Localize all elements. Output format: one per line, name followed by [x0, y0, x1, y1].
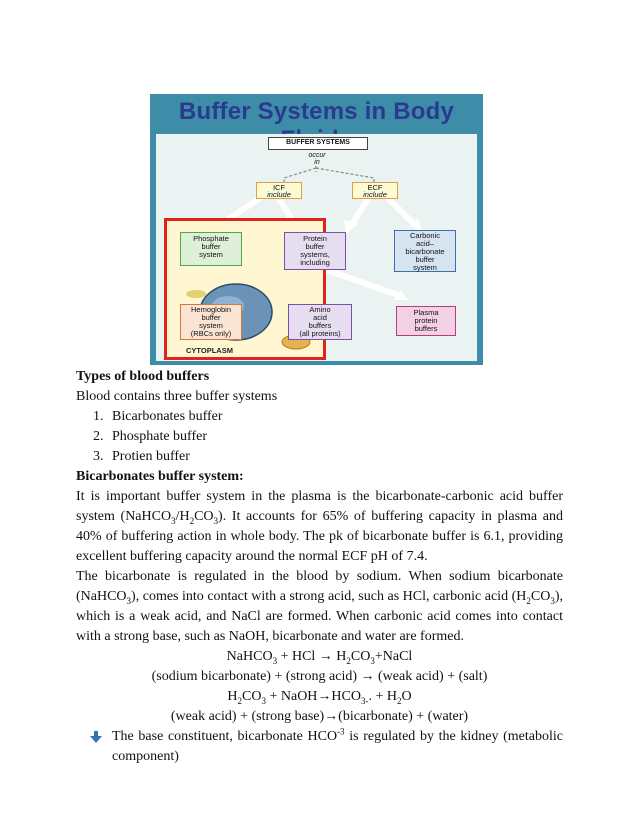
equation-1: NaHCO3 + HCl → H2CO3+NaCl	[226, 649, 413, 666]
equation-2: H2CO3 + NaOH→HCO3-. + H2O	[227, 689, 412, 706]
buffer-systems-figure: Buffer Systems in Body Fluids BUFFER SYS…	[150, 94, 483, 365]
bullet-kidney: The base constituent, bicarbonate HCO-3 …	[76, 727, 563, 767]
equation-1-words: (sodium bicarbonate) + (strong acid) → (…	[151, 669, 488, 684]
list-item: 2.Phosphate buffer	[93, 429, 207, 444]
paragraph-1: It is important buffer system in the pla…	[76, 489, 563, 564]
intro-line: Blood contains three buffer systems	[76, 389, 278, 404]
heading-bicarbonate: Bicarbonates buffer system:	[76, 469, 244, 484]
buffer-list: 1.Bicarbonates buffer 2.Phosphate buffer…	[76, 407, 563, 467]
paragraph-2: The bicarbonate is regulated in the bloo…	[76, 569, 563, 644]
cytoplasm-label: CYTOPLASM	[186, 346, 233, 355]
heading-types: Types of blood buffers	[76, 369, 210, 384]
buffer-systems-box: BUFFER SYSTEMS	[268, 137, 368, 150]
document-body: Types of blood buffers Blood contains th…	[76, 367, 563, 767]
list-item: 1.Bicarbonates buffer	[93, 409, 223, 424]
list-item: 3.Protien buffer	[93, 449, 190, 464]
arrow-down-icon	[90, 731, 102, 743]
equation-2-words: (weak acid) + (strong base)→(bicarbonate…	[170, 709, 469, 724]
